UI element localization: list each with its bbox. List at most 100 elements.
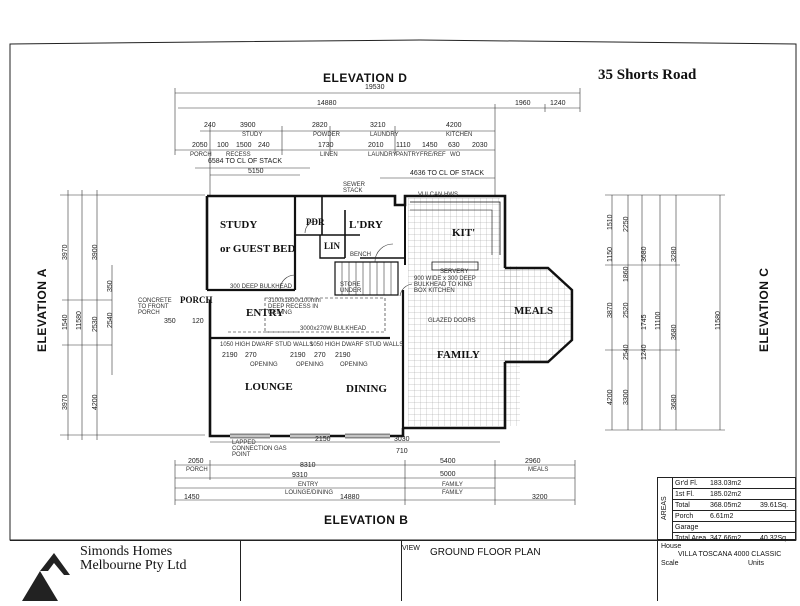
door-swings <box>279 220 413 297</box>
bottom-dim-row3-0: 9310 <box>292 472 308 479</box>
right-dim-13: 1745 <box>641 314 648 330</box>
opening-label-2: OPENING <box>296 362 324 368</box>
bottom-dimensions <box>174 441 576 505</box>
right-dim-15: 11580 <box>715 311 722 330</box>
right-dim-4: 2520 <box>623 302 630 318</box>
house-label: House <box>661 543 682 550</box>
room-family: FAMILY <box>437 349 480 361</box>
bottom-dim-row4-0: 1450 <box>184 494 200 501</box>
walls <box>205 194 574 439</box>
notes-column <box>240 541 402 601</box>
area-name-4: Garage <box>675 524 699 531</box>
room-dining: DINING <box>346 383 387 395</box>
bottom-label-family2: FAMILY <box>442 490 463 496</box>
area-name-5: Total Area <box>675 535 707 542</box>
top-label-wo: WO <box>450 152 461 158</box>
top-label-recess: RECESS <box>226 152 251 158</box>
right-dim-9: 3300 <box>623 389 630 405</box>
top-dim-r2: 1240 <box>550 100 566 107</box>
bottom-inner-dim-0: 2150 <box>315 436 331 443</box>
room-meals: MEALS <box>514 305 554 317</box>
left-dim-10: 120 <box>192 318 204 325</box>
top-dim-row2-4: 1730 <box>318 142 334 149</box>
bottom-inner-dim-2: 710 <box>396 448 408 455</box>
room-kitchen: KIT' <box>452 227 476 239</box>
bottom-dim-row2-1: 5000 <box>440 471 456 478</box>
right-dim-1: 2250 <box>623 216 630 232</box>
left-dim-1: 3900 <box>92 244 99 260</box>
top-label-kitchen: KITCHEN <box>446 132 473 138</box>
top-dim-main: 14880 <box>317 100 337 107</box>
areas-side-label: AREAS <box>658 478 673 539</box>
left-dim-3: 2530 <box>92 316 99 332</box>
right-dim-6: 3280 <box>671 246 678 262</box>
top-label-laundry2: LAUNDRY <box>368 152 397 158</box>
bottom-label-meals: MEALS <box>528 467 549 473</box>
opening-dim-4: 270 <box>314 352 326 359</box>
bottom-label-entry: ENTRY <box>298 482 319 488</box>
areas-table: AREAS Gr'd Fl.183.03m2 1st Fl.185.02m2 T… <box>657 477 796 542</box>
right-dim-2: 1150 <box>607 246 614 262</box>
left-dim-5: 11580 <box>76 311 83 330</box>
room-porch: PORCH <box>180 295 213 305</box>
bottom-dim-row1-1: 5400 <box>440 458 456 465</box>
right-dim-3: 1860 <box>623 266 630 282</box>
gas-note: LAPPED CONNECTION GAS POINT <box>232 440 287 458</box>
bulkhead-note-2: 300 DEEP BULKHEAD <box>230 284 292 290</box>
area-m2-3: 6.61m2 <box>710 513 734 520</box>
dwarf-wall-note-2: 1050 HIGH DWARF STUD WALLS <box>310 342 404 348</box>
right-dim-16: 3680 <box>641 246 648 262</box>
house-column: House VILLA TOSCANA 4000 CLASSIC Scale U… <box>657 541 797 601</box>
bottom-label-porch: PORCH <box>186 467 208 473</box>
right-dim-5: 3870 <box>607 302 614 318</box>
area-name-0: Gr'd Fl. <box>675 480 698 487</box>
areas-label: AREAS <box>661 496 668 520</box>
left-dim-6: 2540 <box>107 312 114 328</box>
bottom-label-lounge-dining: LOUNGE/DINING <box>285 490 334 496</box>
bottom-label-family: FAMILY <box>442 482 463 488</box>
top-dim-row2-9: 2030 <box>472 142 488 149</box>
recess-note: 3100x1800x100mm DEEP RECESS IN CEILING <box>268 298 321 316</box>
opening-dim-2: 270 <box>245 352 257 359</box>
bottom-dim-row2-0: 8310 <box>300 462 316 469</box>
top-dim-row2-7: 1450 <box>422 142 438 149</box>
top-dim-row2-8: 630 <box>448 142 460 149</box>
servery-note: 900 WIDE x 300 DEEP BULKHEAD TO KING BOX… <box>414 276 476 294</box>
opening-label-1: OPENING <box>250 362 278 368</box>
bottom-dim-row1-2: 2960 <box>525 458 541 465</box>
stack-left-note: 6584 TO CL OF STACK <box>208 158 283 165</box>
address-title: 35 Shorts Road <box>598 67 697 83</box>
area-m2-2: 368.05m2 <box>710 502 742 509</box>
top-dim-row1-2: 2820 <box>312 122 328 129</box>
top-dim-row2-5: 2010 <box>368 142 384 149</box>
right-dim-8: 2540 <box>623 344 630 360</box>
opening-dim-3: 2190 <box>290 352 306 359</box>
bottom-dim-row4-2: 3200 <box>532 494 548 501</box>
bench-note: BENCH <box>350 252 372 258</box>
top-dim-r1: 1960 <box>515 100 531 107</box>
right-dimensions <box>605 194 725 431</box>
top-dim-row2-3: 240 <box>258 142 270 149</box>
view-title: GROUND FLOOR PLAN <box>430 547 541 558</box>
top-label-porch: PORCH <box>190 152 212 158</box>
logo-mark <box>22 553 70 601</box>
left-dim-2: 1540 <box>62 314 69 330</box>
top-dim-row1-4: 4200 <box>446 122 462 129</box>
scale-label: Scale <box>661 560 679 567</box>
view-label: VIEW <box>402 545 420 552</box>
top-dim-row2-1: 100 <box>217 142 229 149</box>
bottom-inner-dim-1: 3030 <box>394 436 410 443</box>
right-dim-7: 11100 <box>655 311 662 330</box>
concrete-note: CONCRETE TO FRONT PORCH <box>138 298 172 316</box>
area-name-1: 1st Fl. <box>675 491 695 498</box>
title-block: Simonds Homes Melbourne Pty Ltd VIEW GRO… <box>10 540 797 601</box>
stack-right-note: 4636 TO CL OF STACK <box>410 170 485 177</box>
dwarf-wall-note-1: 1050 HIGH DWARF STUD WALLS <box>220 342 314 348</box>
left-dim-0: 3970 <box>62 244 69 260</box>
area-sq-2: 39.61Sq. <box>760 502 789 509</box>
elevation-right: ELEVATION C <box>757 267 771 352</box>
area-name-3: Porch <box>675 513 694 520</box>
opening-dim-5: 2190 <box>335 352 351 359</box>
right-dim-14: 1240 <box>641 344 648 360</box>
